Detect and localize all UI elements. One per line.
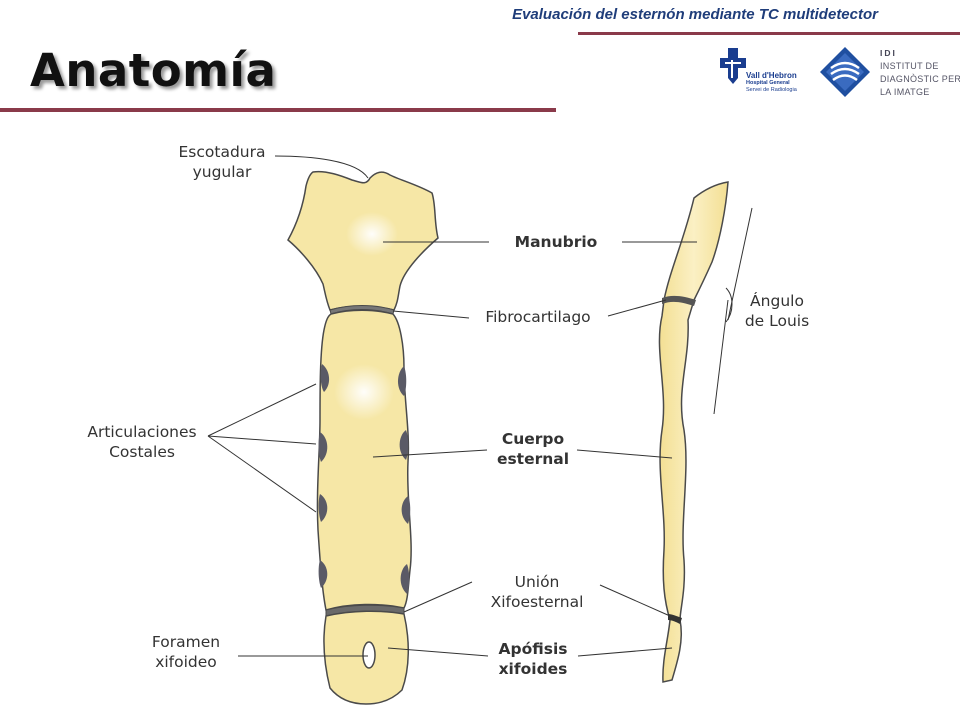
angle-line-lower [713, 299, 729, 415]
vall-hebron-line1: Hospital General [746, 80, 790, 86]
vall-hebron-logo: Vall d'Hebron Hospital General Servei de… [720, 46, 802, 106]
sternal-body-shape [316, 309, 412, 611]
lateral-xiphoid-joint [668, 614, 682, 624]
leader-lines [207, 155, 697, 657]
sternum-lateral-view [658, 181, 729, 683]
title-underline [0, 108, 556, 112]
label-fibrocartilago: Fibrocartilago [485, 308, 591, 326]
idi-line2: DIAGNÒSTIC PER [880, 74, 960, 84]
header-rule [578, 32, 960, 35]
label-manubrio: Manubrio [514, 233, 598, 251]
page-title: Anatomía [30, 44, 277, 97]
idi-emblem-icon [820, 47, 870, 97]
lateral-angle-joint [662, 295, 696, 306]
angle-arc [725, 287, 733, 323]
costal-notches [318, 364, 411, 594]
header-subtitle: Evaluación del esternón mediante TC mult… [512, 6, 878, 23]
vall-hebron-line2: Servei de Radiologia [746, 87, 797, 93]
idi-abbr: IDI [880, 48, 897, 58]
hospital-cross-icon [720, 48, 746, 84]
xiphoid-foramen [362, 641, 376, 669]
idi-line1: INSTITUT DE [880, 61, 939, 71]
idi-line3: LA IMATGE [880, 87, 930, 97]
vall-hebron-name: Vall d'Hebron [746, 71, 797, 80]
